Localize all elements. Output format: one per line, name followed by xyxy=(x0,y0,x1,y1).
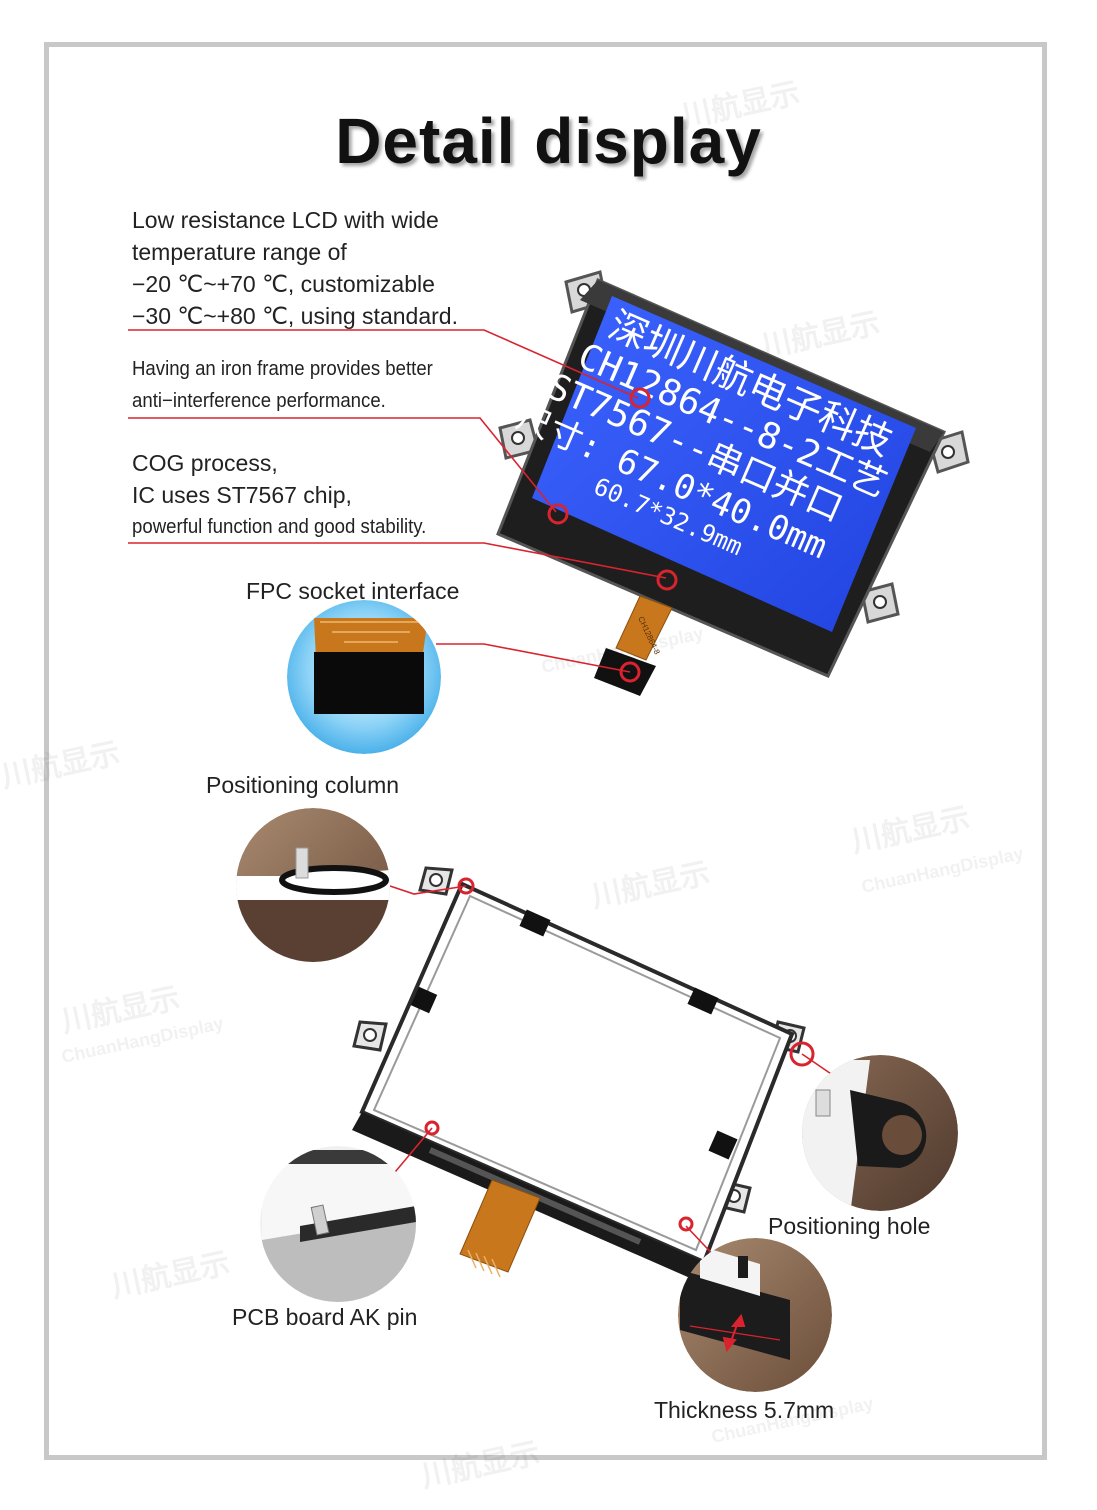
positioning-column-label: Positioning column xyxy=(206,772,400,798)
cog-feature-text: COG process, IC uses ST7567 chip, powerf… xyxy=(132,447,449,543)
pcb-pin-zoom xyxy=(260,1146,416,1302)
positioning-hole-zoom xyxy=(802,1055,958,1211)
iron-frame-feature-text: Having an iron frame provides better ant… xyxy=(132,353,433,417)
thickness-zoom xyxy=(678,1238,832,1392)
page-title: Detail display xyxy=(335,105,762,177)
iron-frame-module xyxy=(352,866,806,1278)
lcd-feature-line: −30 ℃~+80 ℃, using standard. xyxy=(132,303,458,329)
callout-markers-bottom xyxy=(424,877,815,1232)
iron-frame-feature-line: anti−interference performance. xyxy=(132,390,386,412)
cog-feature-line: powerful function and good stability. xyxy=(132,516,427,538)
page-frame xyxy=(44,42,1047,1460)
pcb-pin-label: PCB board AK pin xyxy=(232,1304,418,1330)
lcd-feature-line: temperature range of xyxy=(132,239,347,265)
lcd-feature-text: Low resistance LCD with wide temperature… xyxy=(132,204,458,332)
iron-frame-feature-line: Having an iron frame provides better xyxy=(132,358,433,380)
lcd-feature-line: −20 ℃~+70 ℃, customizable xyxy=(132,271,435,297)
cog-feature-line: IC uses ST7567 chip, xyxy=(132,482,352,508)
fpc-zoom-circle xyxy=(287,600,441,754)
fpc-label: FPC socket interface xyxy=(246,578,460,604)
lcd-module: 深圳川航电子科技 CH12864--8-2工艺 ST7567--串口并口 尺寸:… xyxy=(496,270,970,696)
callout-lines-top xyxy=(128,329,667,673)
callout-markers-top xyxy=(547,387,678,683)
positioning-hole-label: Positioning hole xyxy=(768,1213,931,1239)
cog-feature-line: COG process, xyxy=(132,450,278,476)
thickness-label: Thickness 5.7mm xyxy=(654,1397,835,1423)
thickness-arrow xyxy=(689,1313,781,1353)
positioning-column-zoom xyxy=(236,808,390,962)
lcd-feature-line: Low resistance LCD with wide xyxy=(132,207,439,233)
